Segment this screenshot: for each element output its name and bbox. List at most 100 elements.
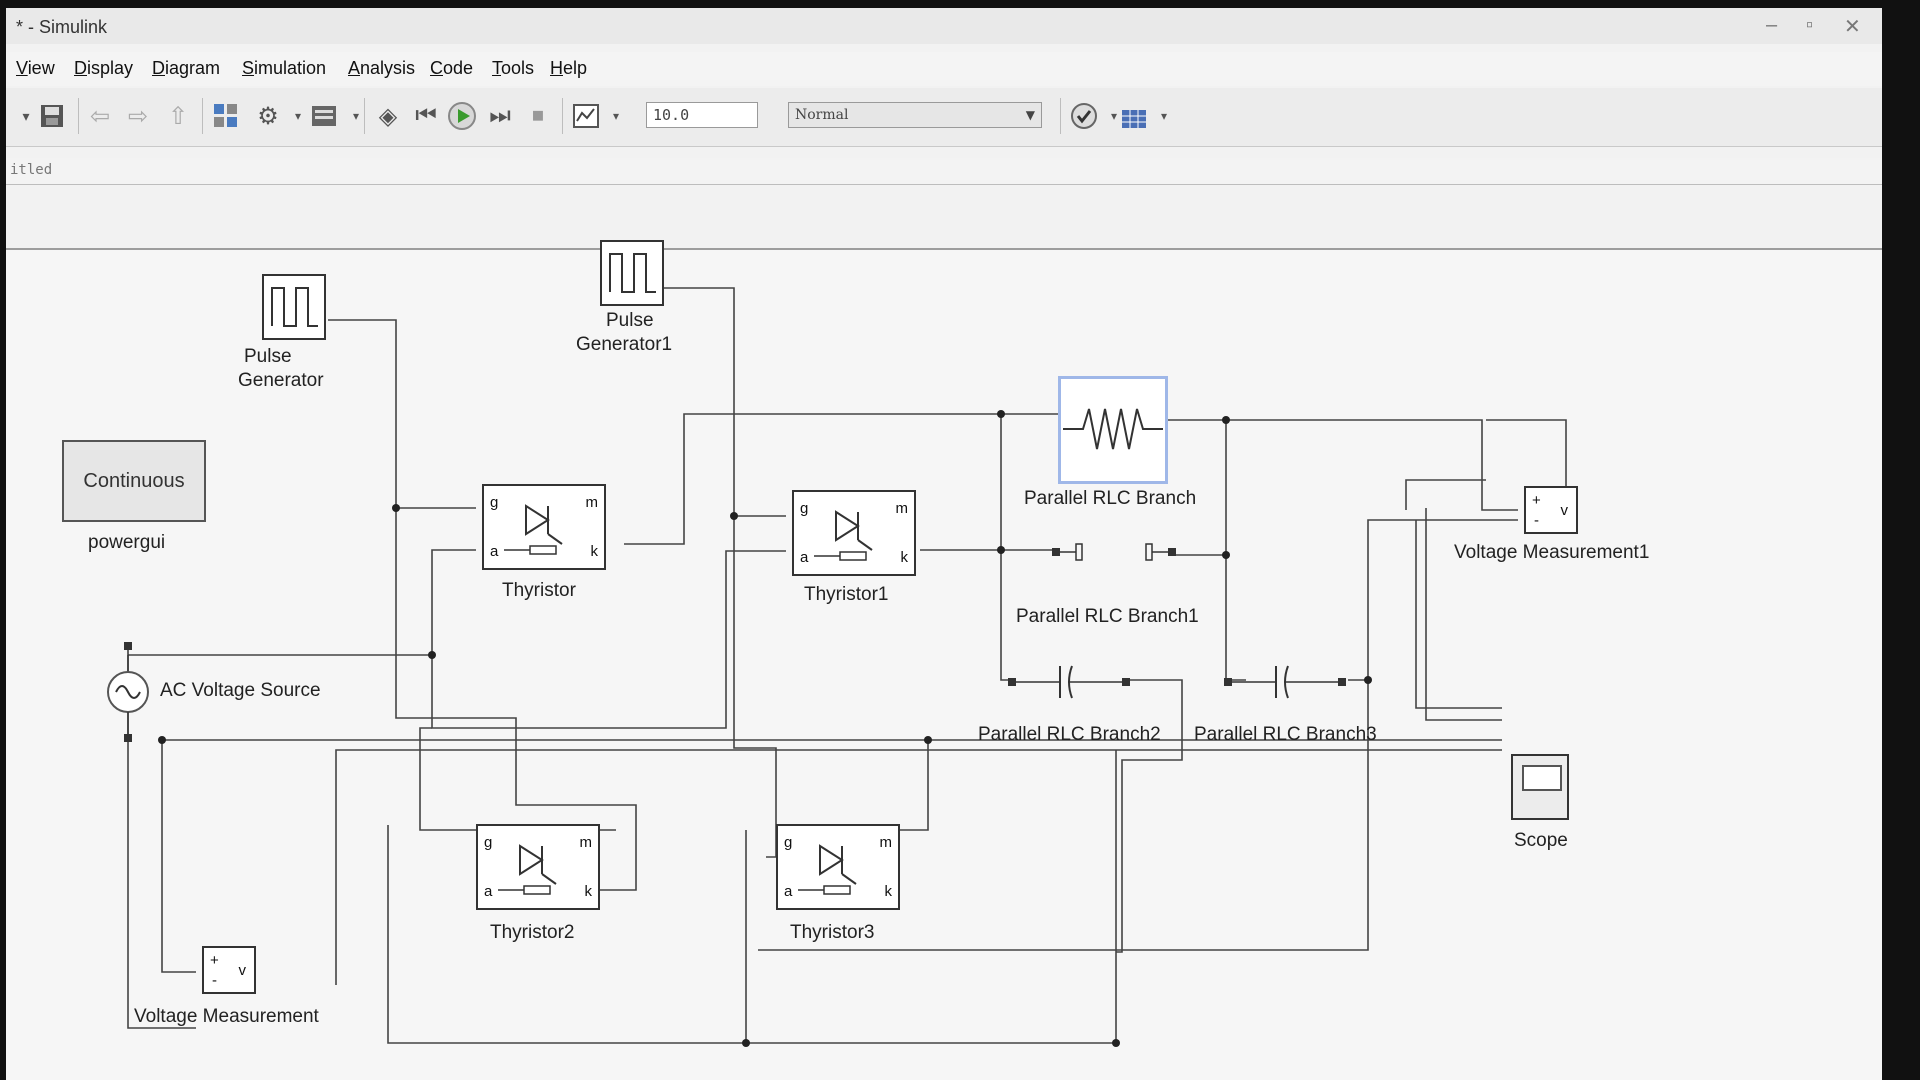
powergui-label: powergui <box>88 532 166 553</box>
voltage-measurement-block[interactable]: + - v <box>202 946 256 994</box>
record-icon[interactable]: ◈ <box>378 102 398 130</box>
save-icon[interactable] <box>36 100 68 132</box>
resistor-icon <box>1063 408 1163 450</box>
title-bar: * - Simulink – ▫ ✕ <box>6 8 1882 44</box>
vm-plus: + <box>210 952 219 969</box>
menu-analysis[interactable]: Analysis <box>348 58 416 78</box>
scope-label: Scope <box>1514 830 1568 851</box>
voltage-measurement-label: Voltage Measurement <box>134 1006 319 1027</box>
canvas-divider <box>6 248 1882 250</box>
up-icon[interactable]: ⇧ <box>167 102 189 130</box>
thyristor3-block[interactable]: g m a k <box>776 824 900 910</box>
menu-bar: View Display Diagram Simulation Analysis… <box>6 52 1882 86</box>
port-a: a <box>490 543 499 560</box>
port-a: a <box>484 883 493 900</box>
toolbar: ▾ ⇦ ⇨ ⇧ ⚙ ▾ ▾ ◈ ⏮ ⏭ ⏹ ▾ 10.0 Normal <box>6 88 1882 147</box>
simulink-window: * - Simulink – ▫ ✕ View Display Diagram … <box>6 8 1882 1080</box>
thyristor-block[interactable]: g m a k <box>482 484 606 570</box>
dropdown-icon[interactable]: ▾ <box>22 107 30 124</box>
thyristor2-label: Thyristor2 <box>490 922 575 943</box>
parallel-rlc-branch2-capacitor-icon[interactable] <box>1006 662 1136 702</box>
ac-voltage-source-icon[interactable] <box>102 642 154 752</box>
port-g: g <box>800 500 809 517</box>
pulse-wave-icon <box>271 287 318 327</box>
window-title: * - Simulink <box>16 17 108 37</box>
port-k: k <box>584 883 593 900</box>
stop-time-field[interactable]: 10.0 <box>646 102 758 128</box>
parallel-rlc-branch3-label: Parallel RLC Branch3 <box>1194 724 1377 745</box>
dropdown-icon[interactable]: ▾ <box>1110 109 1118 123</box>
menu-tools[interactable]: Tools <box>492 58 535 78</box>
stop-icon[interactable]: ⏹ <box>532 102 544 129</box>
vm1-minus: - <box>1534 512 1539 529</box>
port-m: m <box>585 494 599 511</box>
dropdown-icon[interactable]: ▾ <box>612 109 620 123</box>
thyristor1-block[interactable]: g m a k <box>792 490 916 576</box>
simulation-mode-value: Normal <box>795 107 849 123</box>
menu-simulation[interactable]: Simulation <box>242 58 327 78</box>
vm1-v: v <box>1560 502 1569 519</box>
step-back-icon[interactable]: ⏮ <box>415 102 437 129</box>
scope-block[interactable] <box>1511 754 1569 820</box>
settings-gear-icon[interactable]: ⚙ <box>257 102 279 130</box>
dropdown-icon[interactable]: ▾ <box>294 109 302 123</box>
port-a: a <box>800 549 809 566</box>
chevron-down-icon: ▼ <box>1025 108 1035 122</box>
thyristor-symbol-icon <box>504 504 563 555</box>
path-text: itled <box>10 162 53 178</box>
vm-v: v <box>238 962 247 979</box>
check-icon[interactable] <box>1068 100 1100 132</box>
port-k: k <box>590 543 599 560</box>
menu-help[interactable]: Help <box>550 58 588 78</box>
data-inspector-icon[interactable] <box>570 100 602 132</box>
menu-code[interactable]: Code <box>430 58 474 78</box>
model-browser-path[interactable]: itled <box>6 158 1882 185</box>
simulation-mode-select[interactable]: Normal ▼ <box>788 102 1042 128</box>
thyristor2-block[interactable]: g m a k <box>476 824 600 910</box>
parallel-rlc-branch-label: Parallel RLC Branch <box>1024 488 1197 509</box>
powergui-block[interactable]: Continuous <box>62 440 206 522</box>
forward-icon[interactable]: ⇨ <box>127 102 149 130</box>
ac-voltage-source-label: AC Voltage Source <box>160 680 321 701</box>
pulse-generator-label-1: Pulse <box>244 346 292 367</box>
thyristor-label: Thyristor <box>502 580 576 601</box>
run-icon[interactable] <box>446 100 478 132</box>
vm-minus: - <box>212 972 217 989</box>
dropdown-icon[interactable]: ▾ <box>1160 109 1168 123</box>
model-explorer-icon[interactable] <box>308 100 340 132</box>
parallel-rlc-branch1-icon[interactable] <box>1050 540 1180 564</box>
voltage-measurement1-block[interactable]: + - v <box>1524 486 1578 534</box>
port-m: m <box>579 834 593 851</box>
menu-view[interactable]: View <box>16 58 55 78</box>
close-icon[interactable]: ✕ <box>1844 16 1861 38</box>
pulse-generator1-block[interactable] <box>600 240 664 306</box>
thyristor-symbol-icon <box>798 844 857 895</box>
back-icon[interactable]: ⇦ <box>89 102 111 130</box>
signal-lines <box>127 287 1567 1047</box>
library-icon[interactable] <box>210 100 242 132</box>
powergui-mode: Continuous <box>83 470 185 492</box>
parallel-rlc-branch3-capacitor-icon[interactable] <box>1222 662 1352 702</box>
menu-display[interactable]: Display <box>74 58 134 78</box>
vm1-plus: + <box>1532 492 1541 509</box>
step-forward-icon[interactable]: ⏭ <box>489 102 511 129</box>
port-k: k <box>900 549 909 566</box>
pulse-generator-block[interactable] <box>262 274 326 340</box>
minimize-icon[interactable]: – <box>1766 14 1778 36</box>
maximize-icon[interactable]: ▫ <box>1806 14 1814 36</box>
thyristor-symbol-icon <box>814 510 873 561</box>
model-canvas[interactable]: Continuous powergui Pulse Generator Puls… <box>6 240 1882 1080</box>
dropdown-icon[interactable]: ▾ <box>352 109 360 123</box>
port-g: g <box>490 494 499 511</box>
parallel-rlc-branch2-label: Parallel RLC Branch2 <box>978 724 1161 745</box>
parallel-rlc-branch-block[interactable] <box>1058 376 1168 484</box>
thyristor1-label: Thyristor1 <box>804 584 889 605</box>
port-g: g <box>484 834 493 851</box>
port-m: m <box>879 834 893 851</box>
parallel-rlc-branch1-label: Parallel RLC Branch1 <box>1016 606 1199 627</box>
menu-diagram[interactable]: Diagram <box>152 58 221 78</box>
grid-icon[interactable] <box>1118 100 1150 132</box>
thyristor-symbol-icon <box>498 844 557 895</box>
pulse-generator1-label-1: Pulse <box>606 310 654 331</box>
pulse-generator1-label-2: Generator1 <box>576 334 673 355</box>
